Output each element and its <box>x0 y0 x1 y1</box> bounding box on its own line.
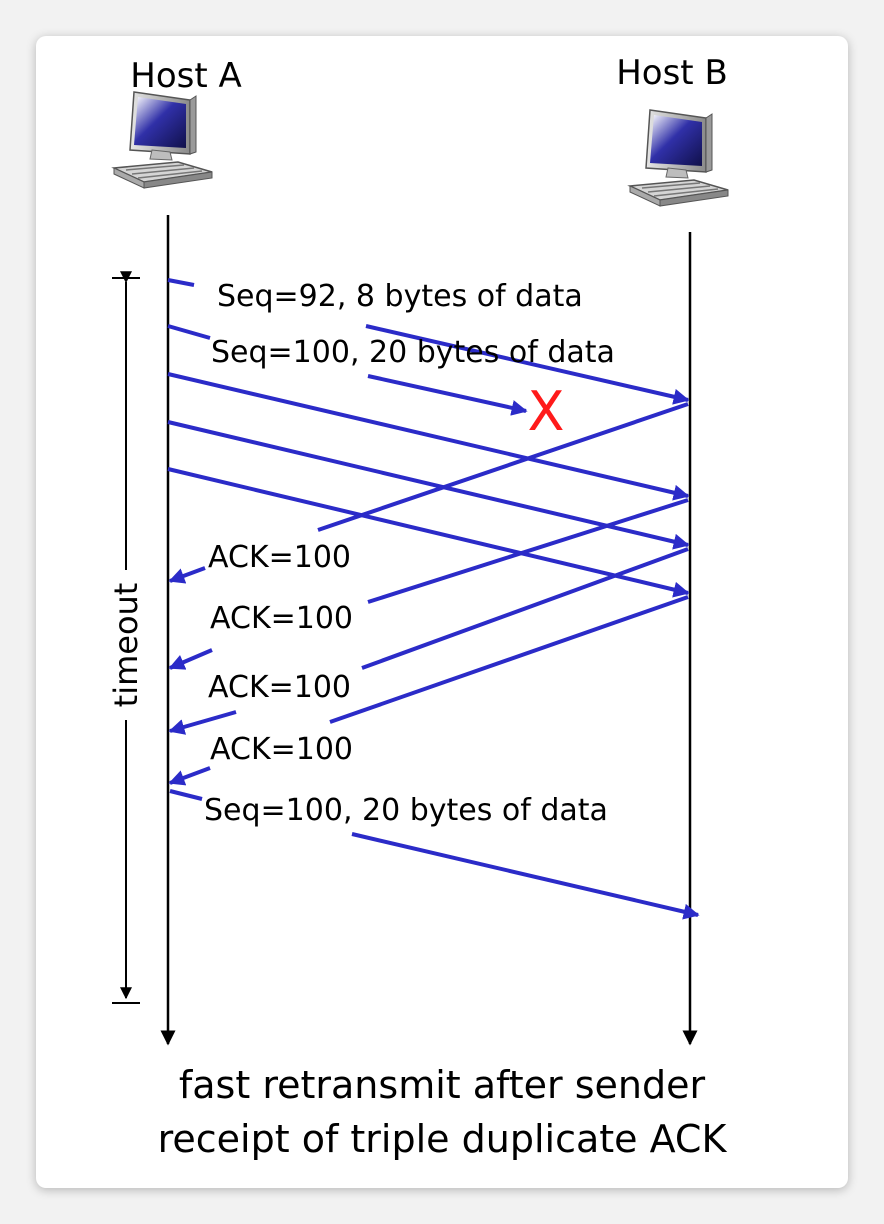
retransmit-arrow-start <box>169 789 203 801</box>
caption-line-1: fast retransmit after sender <box>179 1063 706 1107</box>
diagram-card <box>36 36 848 1188</box>
seq92-label: Seq=92, 8 bytes of data <box>217 279 583 314</box>
segment-seq92-arrow <box>365 324 690 405</box>
segment-seq100-lost-arrow <box>367 374 528 416</box>
ack-4-arrow-start <box>329 595 689 724</box>
retransmit-arrow <box>351 832 700 920</box>
desktop-computer-icon <box>629 109 729 207</box>
segment-seq100-arrow-start <box>167 324 211 340</box>
ack-3-label: ACK=100 <box>208 670 351 705</box>
ack-1-arrow <box>168 566 206 584</box>
seq100-label: Seq=100, 20 bytes of data <box>211 335 615 370</box>
ack-2-label: ACK=100 <box>210 601 353 636</box>
ack-2-arrow <box>168 648 213 670</box>
segment-seq92-arrow-start <box>167 278 195 287</box>
desktop-computer-icon <box>113 91 213 189</box>
ack-1-label: ACK=100 <box>208 540 351 575</box>
host-a-label: Host A <box>130 56 241 96</box>
timeout-interval: timeout <box>107 271 145 1004</box>
segment-4-arrow <box>167 420 690 550</box>
retransmit-label: Seq=100, 20 bytes of data <box>204 793 608 828</box>
segment-3-arrow <box>167 372 690 501</box>
timeout-label: timeout <box>107 583 145 708</box>
caption-line-2: receipt of triple duplicate ACK <box>158 1117 728 1161</box>
ack-3-arrow-start <box>361 547 689 670</box>
ack-4-arrow <box>168 766 211 786</box>
ack-1-arrow-start <box>317 402 689 532</box>
segment-5-arrow <box>167 467 690 598</box>
ack-3-arrow <box>168 710 237 735</box>
ack-2-arrow-start <box>367 498 689 604</box>
host-b-label: Host B <box>616 53 728 93</box>
packet-loss-marker: X <box>528 380 565 443</box>
ack-4-label: ACK=100 <box>210 732 353 767</box>
